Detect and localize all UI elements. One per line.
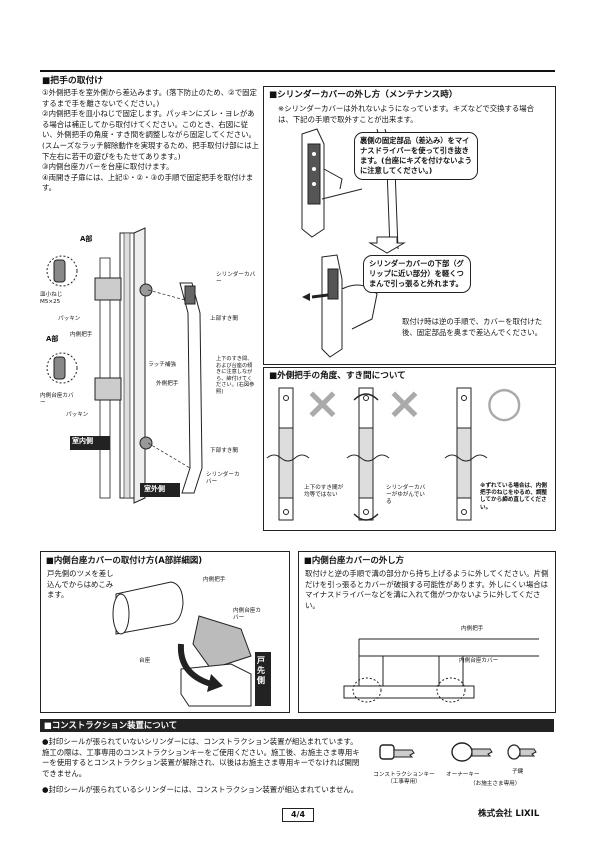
label-packing-2: パッキン	[66, 412, 89, 418]
key-owner-label: オーナーキー	[446, 772, 480, 778]
label-latch: ラッチ補強	[148, 362, 176, 368]
section-title-base-cover-removal: ■内側台座カバーの外し方	[304, 555, 405, 565]
angle-gap-box: ■外側把手の角度、すき間について	[263, 367, 556, 531]
label-a-bottom: A部	[46, 335, 59, 343]
label-indoor: 室内側	[72, 437, 93, 445]
label-outer-handle: 外側把手	[156, 381, 179, 387]
handle-install-illustration	[46, 227, 203, 504]
label-screw: 皿小ねじ M5×25	[40, 292, 63, 306]
construction-bullet-2: ●封印シールが張られているシリンダーには、コンストラクション装置が組込まれていま…	[42, 785, 359, 794]
base-cover-install-box: ■内側台座カバーの取付け方(A部詳細図) 戸先側のツメを差し込んでからはめこみま…	[40, 551, 290, 713]
label-gap-note: 上下のすき間、および台座の傾きに注意しながら、締付けてください。(右図参照)	[216, 356, 255, 395]
label-inner-base-cover-install: 内側台座カバー	[233, 608, 261, 622]
construction-title-bar: ■コンストラクション装置について	[40, 719, 554, 732]
section-title-cylinder-cover: ■シリンダーカバーの外し方（メンテナンス時）	[269, 90, 458, 100]
base-cover-install-illustration	[112, 581, 271, 707]
label-distorted-cover: シリンダーカバーがゆがんでいる	[386, 485, 426, 506]
label-packing: パッキン	[58, 316, 81, 322]
label-door-edge: 戸先側	[257, 656, 265, 685]
section-title-construction: ■コンストラクション装置について	[44, 720, 178, 730]
label-top-gap: 上部すき間	[210, 316, 238, 322]
cylinder-cover-note: ※シリンダーカバーは外れないようになっています。キズなどで交換する場合は、下記の…	[278, 104, 535, 124]
label-inner-base-cover-removal: 内側台座カバー	[459, 658, 499, 664]
label-base: 台座	[139, 658, 151, 664]
callout-pull-cover: シリンダーカバーの下部（グリップに近い部分）を軽くつまんで引っ張ると外れます。	[363, 255, 471, 293]
base-cover-removal-box: ■内側台座カバーの外し方 取付けと逆の手順で溝の部分から持ち上げるように外してく…	[298, 551, 556, 713]
label-cylinder-cover: シリンダーカバー	[216, 272, 256, 286]
key-construction-label: コンストラクションキー（工事専用）	[373, 772, 435, 786]
base-cover-install-text: 戸先側のツメを差し込んでからはめこみます。	[47, 569, 114, 600]
page-number: 4/4	[282, 808, 314, 822]
step-3: ③内側台座カバーを台座に取付けます。	[42, 162, 174, 172]
section-title-angle-gap: ■外側把手の角度、すき間について	[269, 371, 406, 381]
label-cylinder-cover-2: シリンダーカバー	[206, 472, 240, 486]
company-name: 株式会社 LIXIL	[478, 809, 540, 819]
keys-illustration	[379, 742, 537, 762]
label-inner-handle: 内側把手	[70, 332, 93, 338]
reattach-note: 取付け時は逆の手順で、カバーを取付けた後、固定部品を奥まで差込んでください。	[402, 317, 543, 337]
top-rule	[40, 70, 555, 72]
section-title-base-cover-install: ■内側台座カバーの取付け方(A部詳細図)	[46, 555, 203, 565]
key-owner-note: （お施主さま専用）	[470, 781, 521, 787]
mark-ok: ○	[486, 377, 523, 426]
label-inner-base-cover: 内側台座カバー	[40, 393, 74, 407]
label-bottom-gap: 下部すき間	[210, 448, 238, 454]
label-adjust-note: ※ずれている場合は、内側把手のねじをゆるめ、調整してから締め直してください。	[480, 483, 548, 511]
base-cover-removal-illustration	[343, 638, 539, 703]
angle-gap-illustration	[266, 387, 488, 521]
label-outdoor: 室外側	[144, 485, 165, 493]
label-uneven-gap: 上下のすき間が均等ではない	[304, 485, 344, 499]
cylinder-cover-removal-box: ■シリンダーカバーの外し方（メンテナンス時） ※シリンダーカバーは外れないように…	[263, 86, 556, 365]
label-a-top: A部	[80, 235, 93, 243]
label-inner-handle-install: 内側把手	[203, 577, 226, 583]
section-title-handle-install: ■把手の取付け	[42, 76, 104, 86]
construction-bullet-1: ●封印シールが張られていないシリンダーには、コンストラクション装置が組込まれてい…	[42, 737, 360, 778]
step-4: ④両開き子扉には、上記①・②・③の手順で固定把手を取付けます。	[42, 172, 254, 193]
key-child-label: 子鍵	[512, 769, 524, 775]
step-2: ②内側把手を皿小ねじで固定します。パッキンにズレ・ヨレがある場合は補正してから取…	[42, 109, 259, 161]
mark-ng-1: ×	[304, 378, 341, 429]
cylinder-cover-illustration	[301, 128, 406, 358]
base-cover-removal-text: 取付けと逆の手順で溝の部分から持ち上げるように外してください。片側だけを引っ張る…	[305, 569, 549, 610]
callout-pull-fixing-part: 裏側の固定部品（差込み）をマイナスドライバーを使って引き抜きます。(台座にキズを…	[354, 132, 478, 180]
label-inner-handle-removal: 内側把手	[461, 626, 484, 632]
install-steps: ①外側把手を室外側から差込みます。(落下防止のため、②で固定するまで手を離さない…	[42, 88, 260, 194]
step-1: ①外側把手を室外側から差込みます。(落下防止のため、②で固定するまで手を離さない…	[42, 88, 257, 108]
mark-ng-2: ×	[386, 378, 423, 429]
